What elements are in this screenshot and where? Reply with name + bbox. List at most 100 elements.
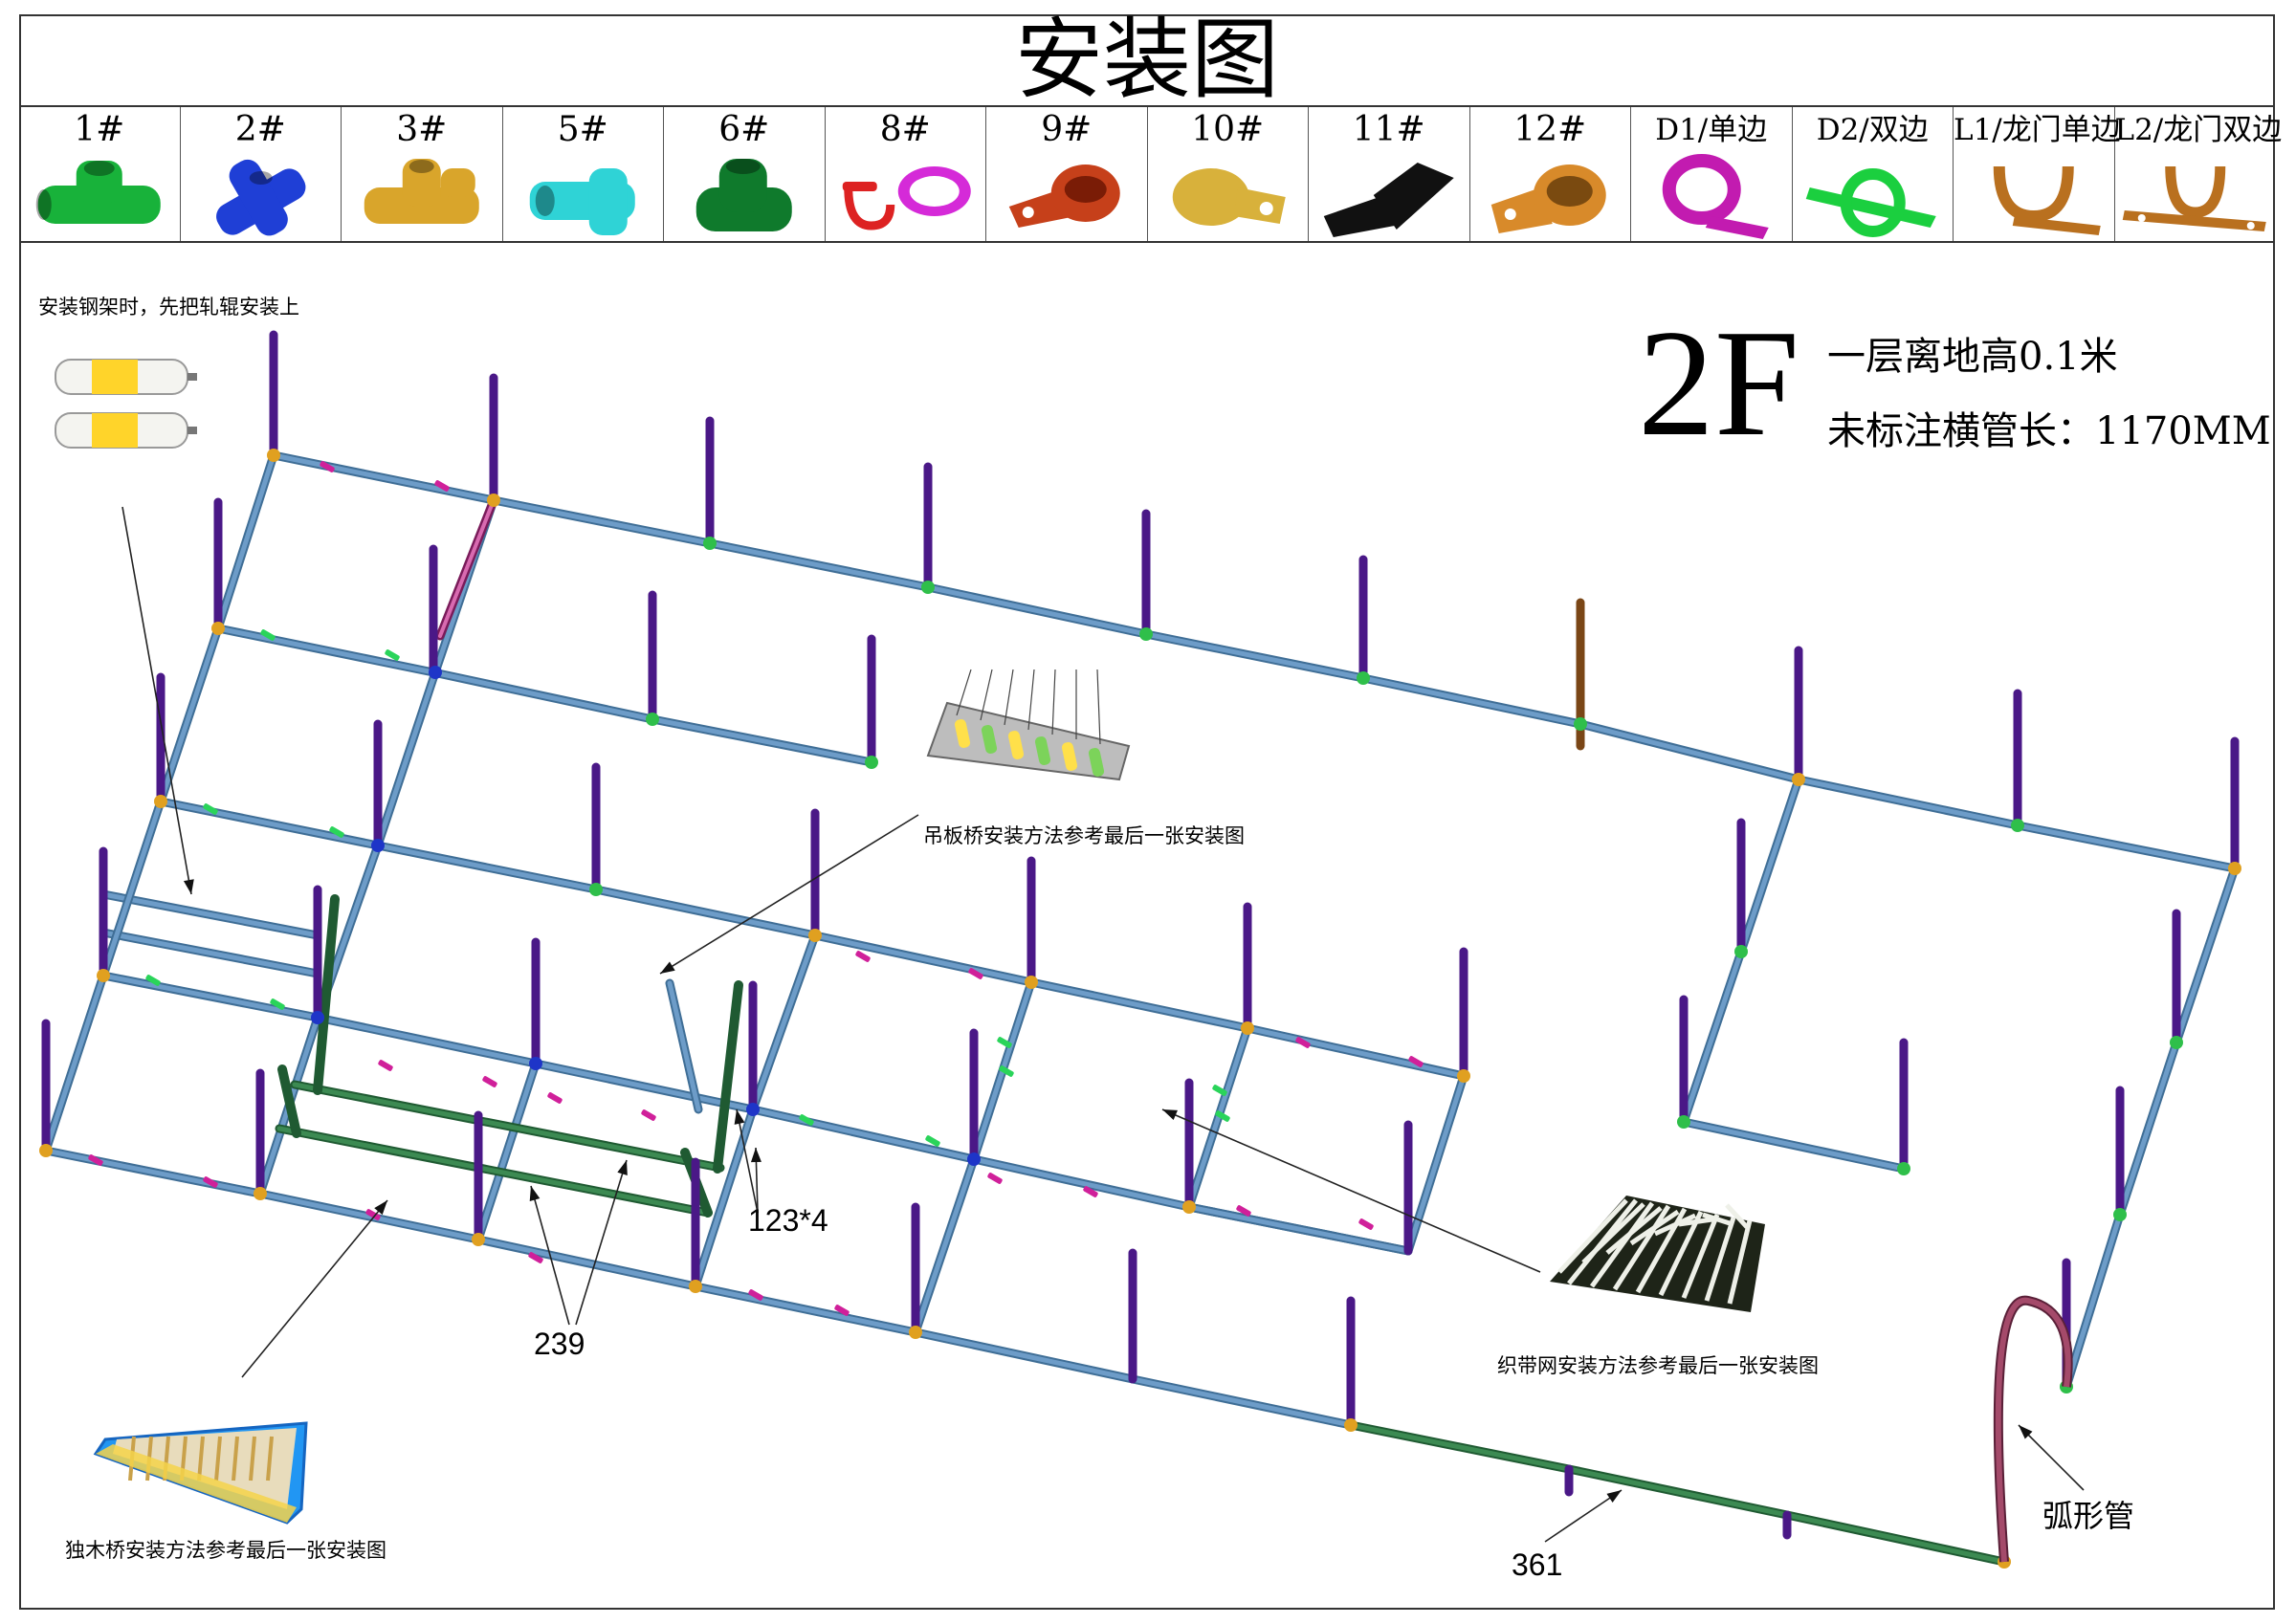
horizontal-pipe <box>475 1237 698 1289</box>
horizontal-pipe <box>43 973 106 1153</box>
hanging-bridge-note: 吊板桥安装方法参考最后一张安装图 <box>923 824 1245 847</box>
offset-clamp-icon <box>1172 168 1286 226</box>
horizontal-pipe <box>1681 949 1744 1125</box>
clip <box>987 1173 1003 1184</box>
connector <box>1792 773 1805 786</box>
log-bridge-icon <box>93 1421 308 1525</box>
connector <box>909 1326 922 1339</box>
leader-line <box>2018 1424 2085 1491</box>
single-tab-clamp-icon <box>1008 165 1120 228</box>
part-label: 12# <box>1513 110 1587 149</box>
clip <box>748 1289 763 1301</box>
clip <box>320 461 335 472</box>
arrowhead <box>1162 1109 1178 1120</box>
horizontal-pipe <box>750 933 818 1112</box>
part-cell: 12# <box>1470 107 1631 241</box>
gantry-double-clamp-icon <box>2122 165 2266 231</box>
connector <box>1025 976 1038 989</box>
clip <box>968 968 983 979</box>
horizontal-pipe <box>158 799 381 848</box>
dimension-239: 239 <box>534 1327 585 1361</box>
connector <box>267 449 280 462</box>
horizontal-pipe <box>1578 721 1801 782</box>
connector <box>529 1057 542 1070</box>
horizontal-pipe <box>257 1191 481 1242</box>
clip <box>641 1109 656 1121</box>
horizontal-pipe <box>100 891 320 938</box>
clip <box>1236 1205 1251 1217</box>
connector <box>487 494 500 507</box>
horizontal-pipe <box>1360 675 1583 727</box>
floor-label: 2F <box>1638 297 1799 468</box>
horizontal-pipe <box>1796 777 2020 828</box>
leader-line <box>241 1199 388 1378</box>
horizontal-pipe <box>315 1015 539 1066</box>
arc-pipe-label: 弧形管 <box>2042 1498 2135 1534</box>
cross-connector-icon <box>215 159 305 236</box>
clip <box>547 1092 563 1104</box>
horizontal-pipe <box>43 1148 263 1196</box>
part-cell: 6# <box>664 107 826 241</box>
connector <box>646 713 659 726</box>
part-label: 6# <box>718 110 770 149</box>
clip <box>834 1305 850 1316</box>
clip <box>1408 1056 1424 1067</box>
connector <box>1677 1115 1690 1129</box>
page-title: 安装图 <box>1014 9 1279 111</box>
horizontal-pipe <box>593 887 818 938</box>
clip <box>434 480 450 492</box>
arrowhead <box>1606 1490 1622 1503</box>
part-label: 8# <box>879 110 931 149</box>
clip <box>1358 1218 1374 1230</box>
leader-line <box>1544 1489 1623 1543</box>
clip <box>482 1076 497 1087</box>
green-post <box>713 980 743 1174</box>
clip <box>385 649 400 661</box>
clip <box>1215 1110 1230 1122</box>
horizontal-pipe <box>650 716 874 765</box>
clip <box>203 1176 218 1188</box>
part-label: L2/龙门双边 <box>2114 113 2283 147</box>
horizontal-pipe <box>693 1284 918 1335</box>
horizontal-pipe <box>1186 1025 1250 1210</box>
arrowhead <box>617 1160 628 1175</box>
horizontal-pipe <box>375 669 438 848</box>
title-row: 安装图 <box>19 14 2275 107</box>
connector <box>1241 1021 1254 1035</box>
horizontal-pipe <box>158 625 221 804</box>
connector <box>1457 1069 1470 1083</box>
horizontal-pipe <box>750 1107 977 1162</box>
clip <box>855 951 871 962</box>
arrowhead <box>734 1109 745 1125</box>
clip <box>528 1252 543 1263</box>
horizontal-pipe <box>1028 979 1250 1031</box>
connector <box>97 969 110 982</box>
connector <box>589 883 603 896</box>
horizontal-pipe <box>430 669 655 722</box>
green-post <box>313 894 340 1095</box>
side-outlet-tee-icon <box>529 168 635 235</box>
angled-joint-icon <box>1323 163 1454 237</box>
elbow-connector-icon <box>695 159 792 231</box>
arrowhead <box>660 961 675 974</box>
part-label: 10# <box>1191 110 1265 149</box>
part-label: 1# <box>74 110 125 149</box>
support-pipe <box>438 498 496 638</box>
connector <box>703 537 717 550</box>
connector <box>1357 671 1370 685</box>
horizontal-pipe <box>1130 1376 1354 1428</box>
connector <box>1139 627 1153 641</box>
roller-icon <box>55 359 197 395</box>
part-cell: L1/龙门单边 <box>1954 107 2121 241</box>
clip <box>925 1135 940 1147</box>
connector <box>2228 862 2241 875</box>
leader-line <box>659 814 919 975</box>
gantry-single-clamp-icon <box>1993 165 2101 235</box>
horizontal-pipe <box>1143 631 1366 681</box>
webbing-net-note: 织带网安装方法参考最后一张安装图 <box>1497 1354 1819 1377</box>
clip <box>260 629 276 641</box>
connector <box>39 1144 53 1157</box>
horizontal-pipe <box>2174 866 2238 1045</box>
